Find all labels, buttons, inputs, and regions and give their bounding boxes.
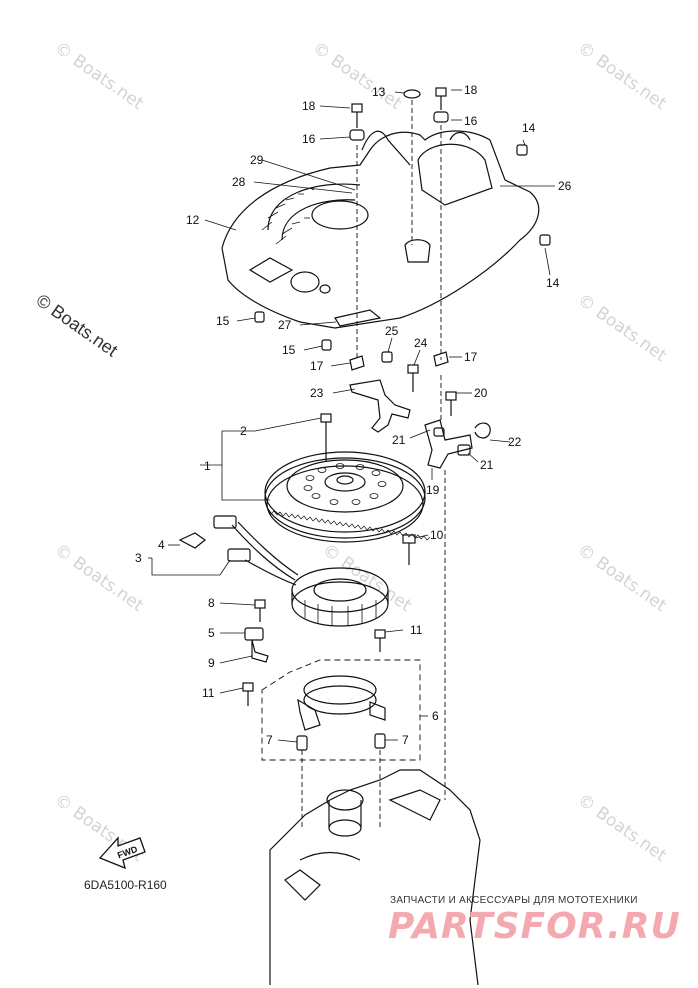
callout-8: 8	[208, 596, 215, 610]
callout-20: 20	[474, 386, 488, 400]
callout-3: 3	[135, 551, 142, 565]
callout-5: 5	[208, 626, 215, 640]
callout-14: 14	[546, 276, 560, 290]
callout-24: 24	[414, 336, 428, 350]
footer-logo: PARTSFOR.RU	[388, 906, 681, 947]
callout-17: 17	[310, 359, 324, 373]
flywheel	[264, 451, 426, 533]
callout-15: 15	[216, 314, 230, 328]
callout-7: 7	[402, 733, 409, 747]
callout-13: 13	[372, 85, 386, 99]
callout-labels: 1 2 3 4 5 6 7 7 8 9 10 11 11 12 13 14 14…	[135, 83, 572, 747]
callout-11: 11	[202, 686, 215, 700]
callout-4: 4	[158, 538, 165, 552]
callout-9: 9	[208, 656, 215, 670]
callout-7: 7	[266, 733, 273, 747]
callout-23: 23	[310, 386, 324, 400]
callout-27: 27	[278, 318, 292, 332]
callout-16: 16	[302, 132, 316, 146]
fwd-arrow-icon: FWD	[98, 836, 146, 870]
callout-10: 10	[430, 528, 444, 542]
callout-22: 22	[508, 435, 522, 449]
engine-block	[269, 769, 481, 986]
callout-19: 19	[426, 483, 440, 497]
stator	[291, 567, 389, 613]
bracket-23	[349, 379, 411, 433]
callout-11: 11	[410, 623, 423, 637]
callout-2: 2	[240, 424, 247, 438]
flywheel-cover	[221, 130, 540, 329]
callout-26: 26	[558, 179, 572, 193]
callout-18: 18	[464, 83, 478, 97]
bracket-19	[424, 419, 473, 469]
footer-tagline: ЗАПЧАСТИ И АКСЕССУАРЫ ДЛЯ МОТОТЕХНИКИ	[390, 895, 638, 906]
callout-25: 25	[385, 324, 399, 338]
diagram-code: 6DA5100-R160	[84, 878, 167, 892]
callout-1: 1	[204, 459, 211, 473]
callout-28: 28	[232, 175, 246, 189]
callout-17: 17	[464, 350, 478, 364]
callout-21: 21	[480, 458, 494, 472]
callout-12: 12	[186, 213, 200, 227]
callout-29: 29	[250, 153, 264, 167]
callout-21: 21	[392, 433, 406, 447]
callout-15: 15	[282, 343, 296, 357]
callout-6: 6	[432, 709, 439, 723]
callout-14: 14	[522, 121, 536, 135]
callout-18: 18	[302, 99, 316, 113]
callout-16: 16	[464, 114, 478, 128]
